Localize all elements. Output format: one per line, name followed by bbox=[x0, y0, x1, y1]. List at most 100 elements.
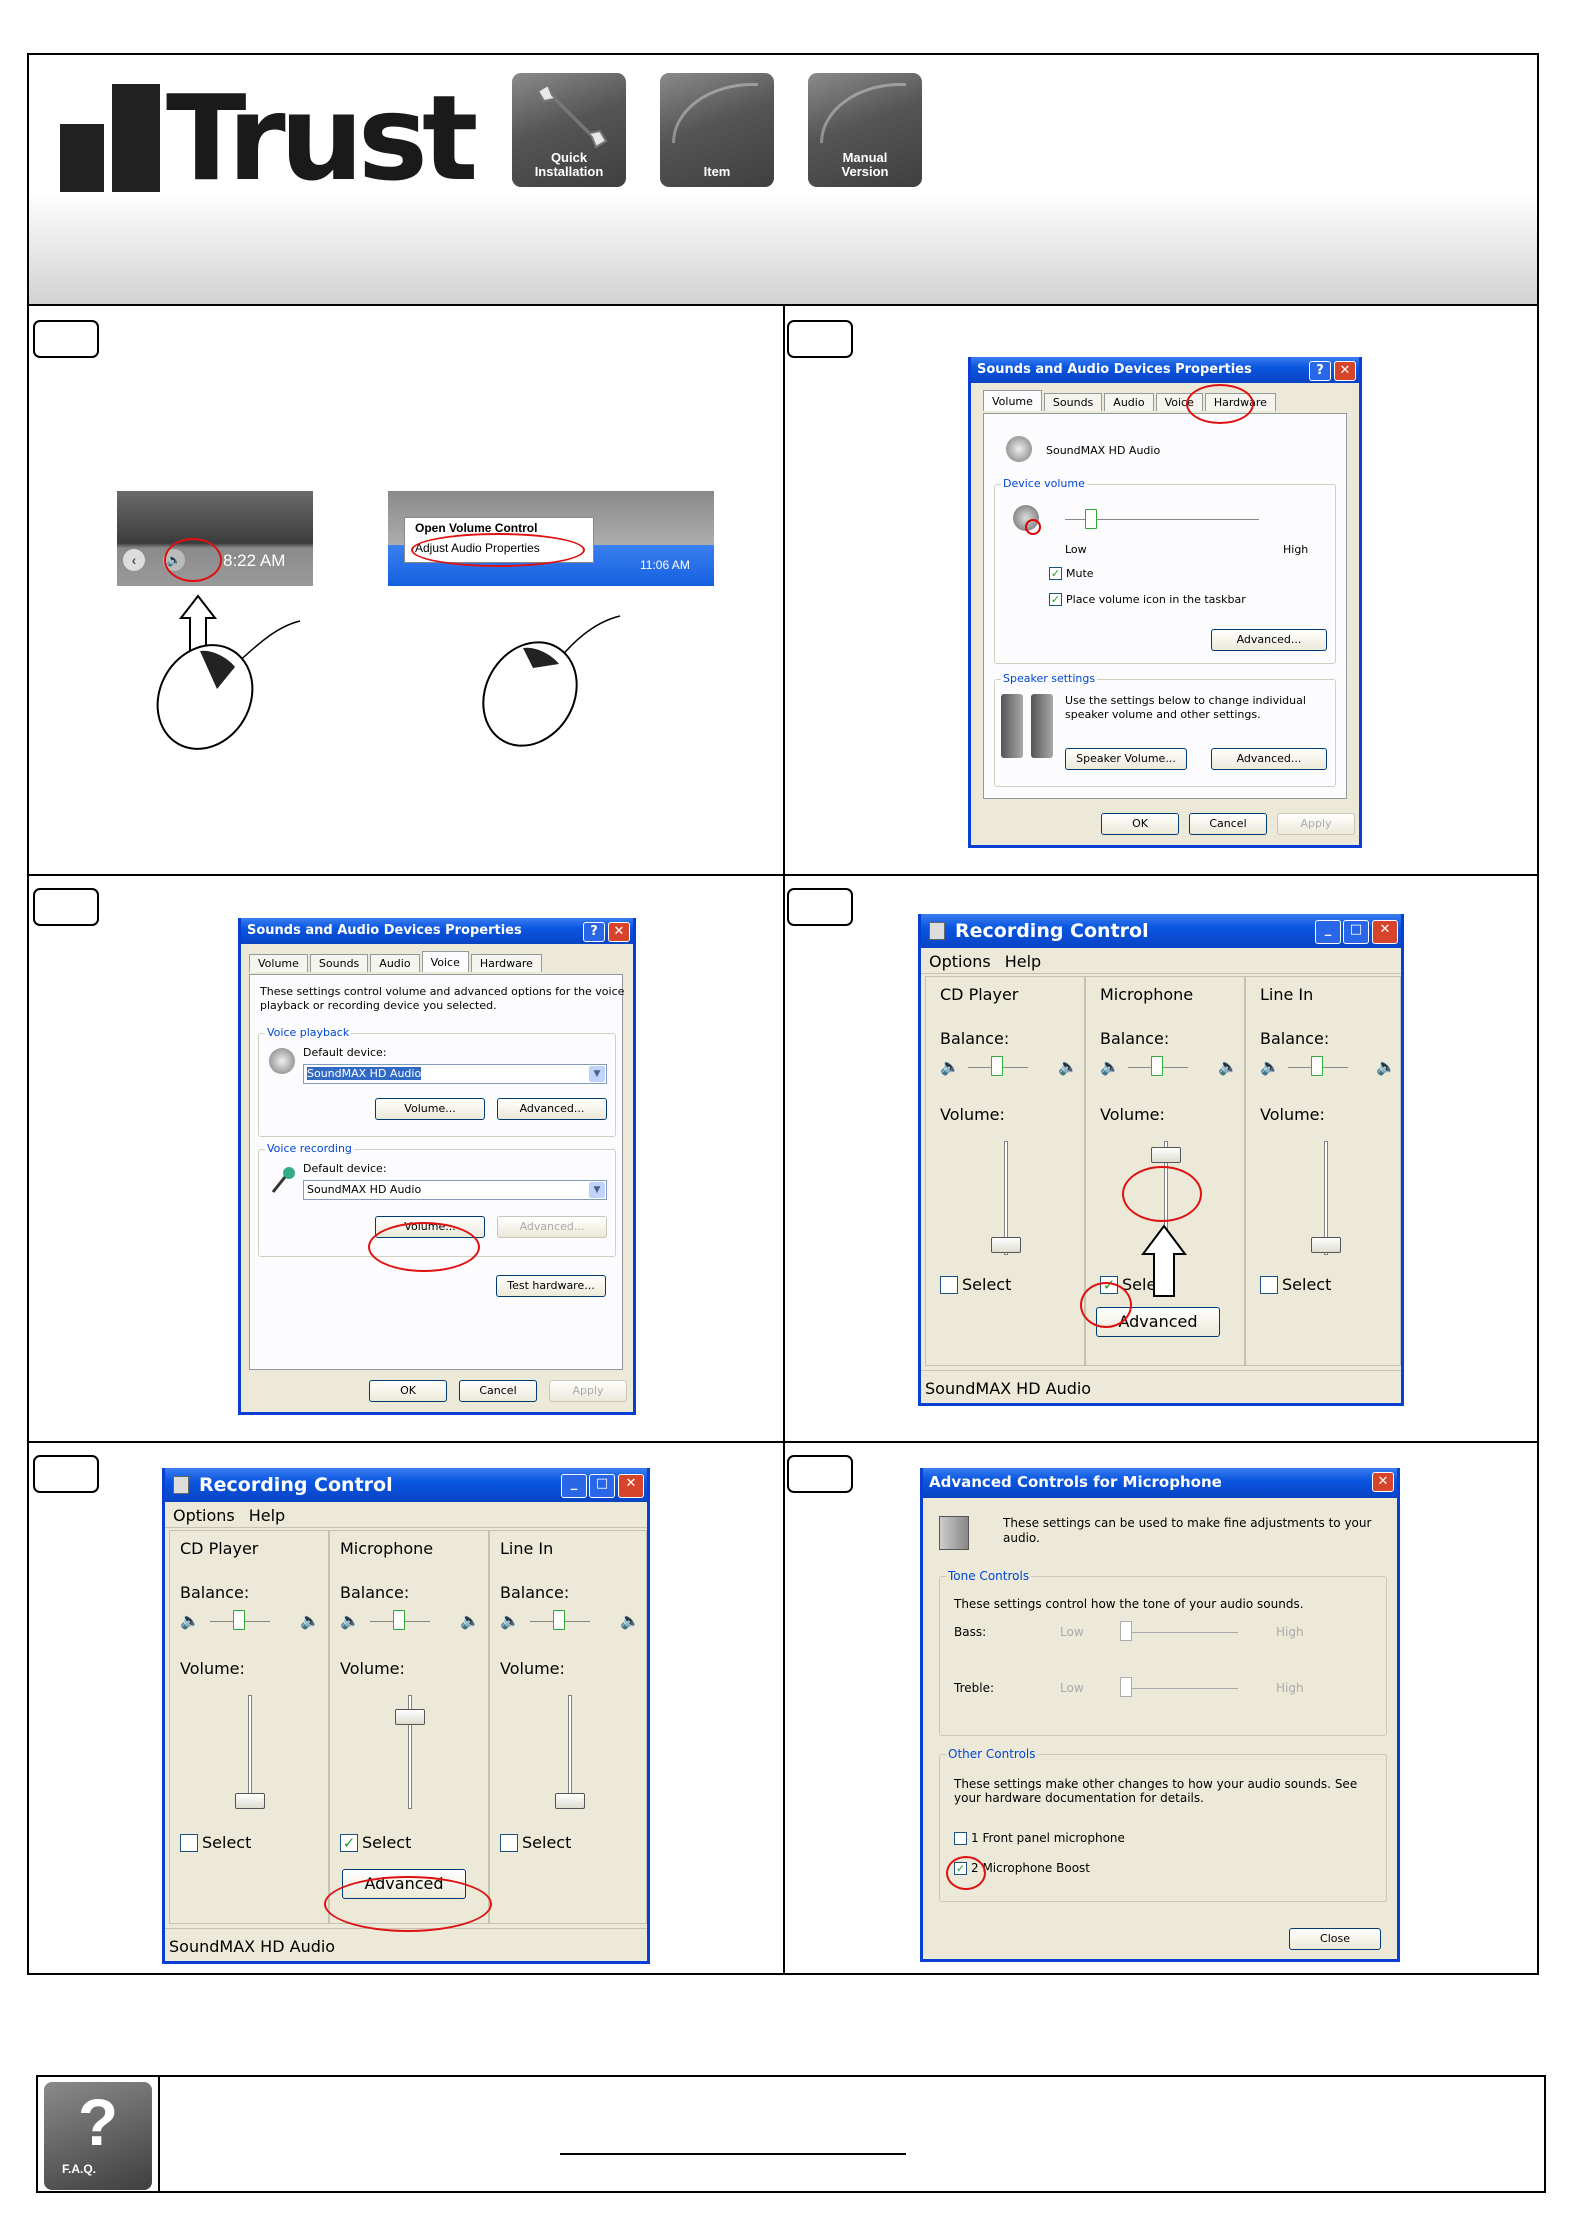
icon-label-line2: Installation bbox=[534, 164, 604, 179]
tab-volume[interactable]: Volume bbox=[983, 390, 1042, 411]
highlight-circle bbox=[1122, 1166, 1202, 1222]
intro-line-1: These settings control volume and advanc… bbox=[260, 985, 625, 998]
tab-sounds[interactable]: Sounds bbox=[309, 954, 369, 972]
apply-button[interactable]: Apply bbox=[1277, 813, 1355, 835]
recording-device-select[interactable]: SoundMAX HD Audio▼ bbox=[303, 1180, 607, 1200]
tab-hardware[interactable]: Hardware bbox=[470, 954, 542, 972]
close-icon[interactable]: ✕ bbox=[1334, 361, 1356, 381]
sounds-audio-properties-dialog: Sounds and Audio Devices Properties ? ✕ … bbox=[968, 357, 1362, 848]
maximize-icon[interactable]: □ bbox=[589, 1474, 615, 1498]
balance-thumb[interactable] bbox=[553, 1610, 565, 1630]
treble-slider[interactable] bbox=[1120, 1688, 1238, 1689]
highlight-circle bbox=[368, 1222, 480, 1272]
group-title: Other Controls bbox=[946, 1747, 1038, 1761]
test-hardware-button[interactable]: Test hardware... bbox=[496, 1275, 606, 1297]
volume-slider-thumb[interactable] bbox=[1085, 509, 1097, 529]
intro-line-2: playback or recording device you selecte… bbox=[260, 999, 497, 1012]
select-checkbox[interactable]: Select bbox=[1260, 1275, 1331, 1294]
recording-advanced-button[interactable]: Advanced... bbox=[497, 1216, 607, 1238]
minimize-icon[interactable]: _ bbox=[561, 1474, 587, 1498]
front-panel-mic-checkbox[interactable]: 1 Front panel microphone bbox=[954, 1831, 1125, 1845]
microphone-column: Microphone Balance: 🔈 🔈 Volume: ✓Select … bbox=[329, 1530, 489, 1924]
tab-audio[interactable]: Audio bbox=[1104, 393, 1154, 411]
speaker-volume-button[interactable]: Speaker Volume... bbox=[1065, 748, 1187, 770]
menu-options[interactable]: Options bbox=[173, 1506, 235, 1525]
close-icon[interactable]: ✕ bbox=[1372, 1472, 1394, 1492]
bass-slider[interactable] bbox=[1120, 1632, 1238, 1633]
apply-button[interactable]: Apply bbox=[549, 1380, 627, 1402]
volume-slider[interactable] bbox=[568, 1695, 572, 1809]
menu-options[interactable]: Options bbox=[929, 952, 991, 971]
slider-high-label: High bbox=[1283, 543, 1309, 556]
ok-button[interactable]: OK bbox=[369, 1380, 447, 1402]
mute-checkbox[interactable]: ✓Mute bbox=[1049, 567, 1094, 580]
volume-slider[interactable] bbox=[1324, 1141, 1328, 1255]
balance-label: Balance: bbox=[940, 1029, 1010, 1048]
tab-volume[interactable]: Volume bbox=[249, 954, 308, 972]
close-icon[interactable]: ✕ bbox=[608, 922, 630, 942]
maximize-icon[interactable]: □ bbox=[1343, 920, 1369, 944]
place-icon-checkbox[interactable]: ✓Place volume icon in the taskbar bbox=[1049, 593, 1246, 606]
volume-label: Volume: bbox=[500, 1659, 565, 1678]
tab-voice[interactable]: Voice bbox=[421, 951, 469, 972]
select-checkbox[interactable]: Select bbox=[180, 1833, 251, 1852]
volume-slider-track[interactable] bbox=[1065, 519, 1259, 520]
speaker-left-icon: 🔈 bbox=[180, 1611, 200, 1630]
speaker-icon bbox=[269, 1048, 295, 1074]
speaker-right-icon: 🔈 bbox=[460, 1611, 480, 1630]
help-icon[interactable]: ? bbox=[583, 922, 605, 942]
bass-high-label: High bbox=[1276, 1625, 1304, 1639]
select-checkbox[interactable]: ✓Select bbox=[340, 1833, 411, 1852]
minimize-icon[interactable]: _ bbox=[1315, 920, 1341, 944]
sounds-audio-properties-voice-dialog: Sounds and Audio Devices Properties ? ✕ … bbox=[238, 918, 636, 1415]
volume-slider[interactable] bbox=[248, 1695, 252, 1809]
ok-button[interactable]: OK bbox=[1101, 813, 1179, 835]
bass-thumb[interactable] bbox=[1120, 1621, 1132, 1641]
advanced-button[interactable]: Advanced... bbox=[1211, 629, 1327, 651]
menu-help[interactable]: Help bbox=[1004, 952, 1042, 971]
speaker-text-2: speaker volume and other settings. bbox=[1065, 708, 1261, 721]
balance-thumb[interactable] bbox=[393, 1610, 405, 1630]
playback-device-select[interactable]: SoundMAX HD Audio▼ bbox=[303, 1064, 607, 1084]
volume-slider[interactable] bbox=[408, 1695, 412, 1809]
checkmark-icon: ✓ bbox=[1049, 593, 1062, 606]
select-checkbox[interactable]: Select bbox=[940, 1275, 1011, 1294]
status-bar: SoundMAX HD Audio bbox=[921, 1370, 1401, 1403]
help-icon[interactable]: ? bbox=[1309, 361, 1331, 381]
cancel-button[interactable]: Cancel bbox=[459, 1380, 537, 1402]
speaker-left-icon: 🔈 bbox=[340, 1611, 360, 1630]
speaker-left-icon: 🔈 bbox=[940, 1057, 960, 1076]
mute-badge-icon bbox=[1025, 519, 1041, 535]
volume-slider[interactable] bbox=[1004, 1141, 1008, 1255]
cancel-button[interactable]: Cancel bbox=[1189, 813, 1267, 835]
close-button[interactable]: Close bbox=[1289, 1928, 1381, 1950]
balance-thumb[interactable] bbox=[1151, 1056, 1163, 1076]
close-icon[interactable]: ✕ bbox=[1372, 920, 1398, 944]
icon-label-line2: Version bbox=[841, 164, 889, 179]
volume-thumb[interactable] bbox=[991, 1237, 1021, 1253]
icon-label-item: Item bbox=[703, 164, 731, 179]
tab-sounds[interactable]: Sounds bbox=[1043, 393, 1103, 411]
volume-thumb[interactable] bbox=[555, 1793, 585, 1809]
treble-thumb[interactable] bbox=[1120, 1677, 1132, 1697]
faq-box: ? F.A.Q. bbox=[36, 2075, 1546, 2193]
balance-thumb[interactable] bbox=[991, 1056, 1003, 1076]
menu-item-open-volume-control[interactable]: Open Volume Control bbox=[415, 521, 538, 535]
playback-advanced-button[interactable]: Advanced... bbox=[497, 1098, 607, 1120]
volume-thumb[interactable] bbox=[235, 1793, 265, 1809]
menu-bar: Options Help bbox=[165, 1502, 647, 1528]
tab-audio[interactable]: Audio bbox=[370, 954, 420, 972]
close-icon[interactable]: ✕ bbox=[618, 1474, 644, 1498]
tray-time-2: 11:06 AM bbox=[640, 558, 690, 572]
speaker-advanced-button[interactable]: Advanced... bbox=[1211, 748, 1327, 770]
menu-help[interactable]: Help bbox=[248, 1506, 286, 1525]
balance-thumb[interactable] bbox=[1311, 1056, 1323, 1076]
wrench-icon: Quick Installation bbox=[512, 73, 626, 187]
playback-volume-button[interactable]: Volume... bbox=[375, 1098, 485, 1120]
select-label: Select bbox=[1282, 1275, 1332, 1294]
volume-thumb[interactable] bbox=[1311, 1237, 1341, 1253]
volume-thumb[interactable] bbox=[1151, 1147, 1181, 1163]
select-checkbox[interactable]: Select bbox=[500, 1833, 571, 1852]
volume-thumb[interactable] bbox=[395, 1709, 425, 1725]
balance-thumb[interactable] bbox=[233, 1610, 245, 1630]
